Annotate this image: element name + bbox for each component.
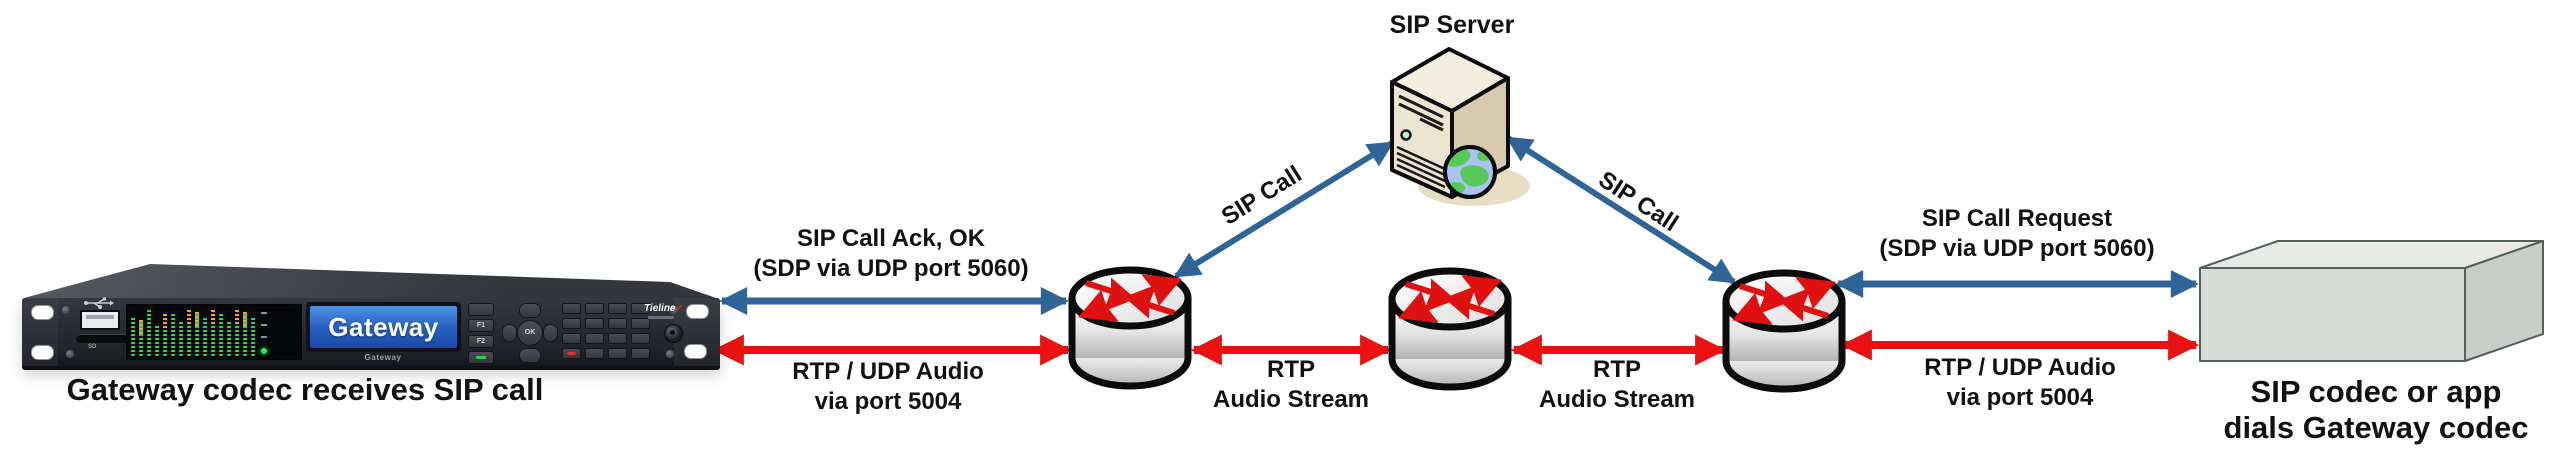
numeric-keypad xyxy=(562,303,650,359)
gateway-wordmark: Gateway xyxy=(364,353,402,362)
sd-slot-label: SD xyxy=(88,344,97,350)
keypad-key xyxy=(608,333,627,344)
keypad-key xyxy=(631,333,650,344)
keypad-key xyxy=(562,303,581,314)
meter-scale-marks xyxy=(259,310,269,356)
led-bar xyxy=(195,312,199,356)
led-bar xyxy=(227,320,231,356)
keypad-key xyxy=(631,303,650,314)
led-bar xyxy=(219,312,223,356)
screw xyxy=(62,306,70,314)
keypad-key xyxy=(608,318,627,329)
router-icon-2 xyxy=(1392,271,1508,387)
f1-key: F1 xyxy=(468,319,494,332)
usb-port xyxy=(80,310,120,330)
model-text xyxy=(648,316,674,319)
led-bar xyxy=(155,324,159,356)
keypad-key xyxy=(562,318,581,329)
globe-icon xyxy=(1443,145,1497,199)
rack-hole xyxy=(31,305,54,320)
caption-gateway-codec: Gateway codec receives SIP call xyxy=(66,372,544,407)
led-bar xyxy=(139,320,143,356)
led-level-meters xyxy=(126,304,302,360)
led-bar xyxy=(187,310,191,356)
rack-hole xyxy=(686,304,709,319)
led-bar xyxy=(131,316,135,356)
keypad-key xyxy=(608,303,627,314)
left-key xyxy=(502,324,517,342)
keypad-key xyxy=(585,348,604,359)
keypad-key xyxy=(631,348,650,359)
rack-hole xyxy=(684,344,707,359)
keypad-key xyxy=(585,318,604,329)
rack-hole xyxy=(31,345,54,360)
label-sip-ack: SIP Call Ack, OK(SDP via UDP port 5060) xyxy=(753,225,1029,282)
sd-card-slot xyxy=(76,334,138,343)
ok-key: OK xyxy=(517,320,543,346)
directional-pad: OK xyxy=(502,303,558,363)
led-bar xyxy=(203,318,207,356)
keypad-key xyxy=(608,348,627,359)
up-key xyxy=(519,303,541,318)
device-top-face xyxy=(24,264,716,298)
hangup-key xyxy=(562,348,581,359)
keypad-key xyxy=(562,333,581,344)
screw xyxy=(666,350,674,358)
led-bar xyxy=(163,314,167,356)
arrow-sip-server-right xyxy=(1505,135,1737,285)
led-bar xyxy=(235,310,239,356)
led-bar xyxy=(171,312,175,356)
label-sip-request: SIP Call Request(SDP via UDP port 5060) xyxy=(1879,205,2155,262)
server-power-button xyxy=(1400,129,1412,141)
usb-icon xyxy=(84,297,114,309)
led-bar xyxy=(211,310,215,356)
right-key xyxy=(543,324,558,342)
led-bar xyxy=(251,316,255,356)
server-drive-bays xyxy=(1398,94,1444,132)
down-key xyxy=(519,348,541,363)
led-bar xyxy=(179,322,183,356)
gateway-display-screen: Gateway xyxy=(310,306,457,348)
sip-server-icon xyxy=(1390,47,1530,206)
display-bezel: Gateway xyxy=(306,302,461,352)
led-bar xyxy=(243,312,247,356)
led-bar xyxy=(147,310,151,356)
keypad-key xyxy=(585,303,604,314)
arrow-sip-server-left xyxy=(1173,140,1395,279)
headphone-jack xyxy=(664,324,683,343)
keypad-key xyxy=(585,333,604,344)
tieline-check-icon: ✔ xyxy=(675,303,684,313)
router-icon-1 xyxy=(1072,270,1188,386)
call-key xyxy=(468,351,494,364)
server-vents xyxy=(1396,145,1446,189)
screw xyxy=(66,350,74,358)
f2-key: F2 xyxy=(468,335,494,348)
function-keys: F1 F2 xyxy=(468,303,494,364)
router-icon-3 xyxy=(1726,273,1842,389)
tieline-logo: Tieline✔ xyxy=(644,303,684,314)
keypad-key xyxy=(631,318,650,329)
menu-key xyxy=(468,303,494,316)
screen-text: Gateway xyxy=(328,311,439,342)
sip-endpoint-box xyxy=(2199,240,2544,362)
device-front-panel: SD Gateway Gateway F1 xyxy=(22,297,720,366)
screw xyxy=(670,306,678,314)
label-sip-server: SIP Server xyxy=(1389,11,1515,39)
gateway-codec-device: SD Gateway Gateway F1 xyxy=(22,258,720,376)
